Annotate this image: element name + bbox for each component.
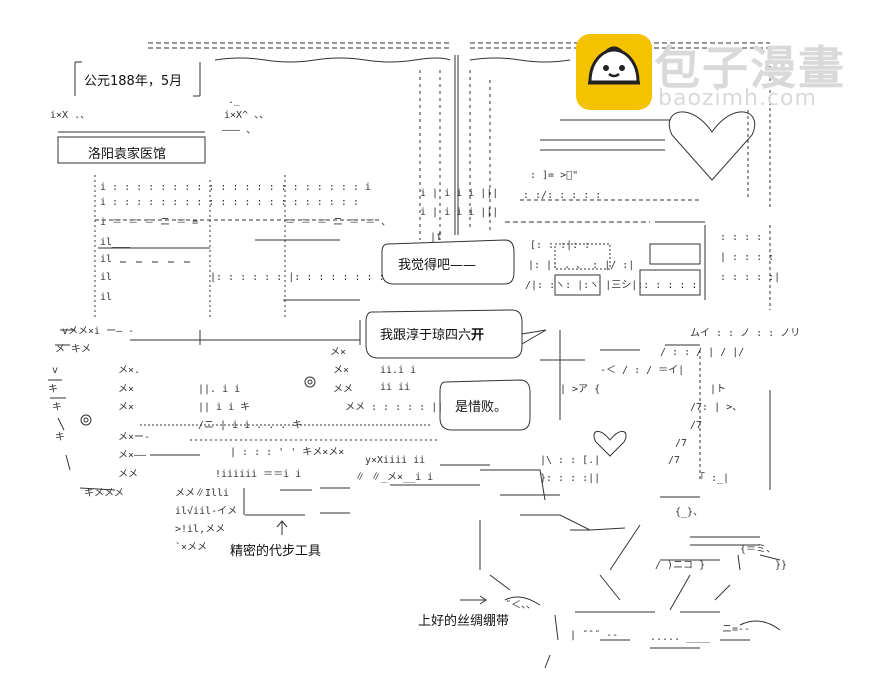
svg-text:: :/: : : : :: : :/: : : : : <box>523 190 601 201</box>
svg-text:|: |: . 、 : |/ :|: |: |: . 、 : |/ :| <box>528 260 634 271</box>
svg-text:| : : : ' ' キメ×メ×: | : : : ' ' キメ×メ× <box>230 447 344 458</box>
svg-text:ムイ : : ノ : : ノリ: ムイ : : ノ : : ノリ <box>690 327 800 339</box>
svg-text:キ: キ <box>48 384 58 395</box>
svg-text:il___: il___ <box>100 237 131 248</box>
svg-text:キ: キ <box>55 432 65 443</box>
svg-text:˝＜、、: ˝＜、、 <box>505 599 536 611</box>
svg-text:/ )ニコ }: / )ニコ } <box>655 560 705 571</box>
svg-text:メ キメ: メ キメ <box>55 344 91 355</box>
svg-text:「 :_|: 「 :_| <box>695 472 729 484</box>
svg-text:}: : : :||: }: : : :|| <box>540 473 600 484</box>
caption-date: 公元188年，5月 <box>84 74 183 89</box>
svg-text:/|: :ヽ: |:ヽ |三シ|:: : : : :: /|: :ヽ: |:ヽ |三シ|:: : : : : <box>525 280 697 291</box>
caption-place: 洛阳袁家医馆 <box>88 147 167 162</box>
svg-text:メ×: メ× <box>333 365 349 376</box>
speech-bubble-1: 我觉得吧—— <box>398 258 477 273</box>
svg-text:メ×: メ× <box>330 347 346 358</box>
svg-text:il: il <box>100 292 112 303</box>
svg-text:[: : :|: :: [: : :|: : <box>530 240 590 251</box>
svg-text:——— 、: ——— 、 <box>222 125 256 136</box>
svg-text:| : : : :: | : : : : <box>720 252 774 263</box>
svg-text:/ : : / | / |/: / : : / | / |/ <box>660 347 744 358</box>
svg-text:| ˝ˆ˝ ‐-: | ˝ˆ˝ ‐- <box>570 629 618 641</box>
svg-text:/7: /7 <box>690 420 702 431</box>
svg-text:/ニ | i i . . . キ: /ニ | i i . . . キ <box>198 420 302 431</box>
svg-text:i | i i i |||: i | i i i ||| <box>420 207 498 218</box>
svg-text:メメ : : : : : ||: メメ : : : : : || <box>345 402 443 413</box>
svg-text:il: il <box>100 272 112 283</box>
svg-text:..... ____: ..... ____ <box>650 632 711 643</box>
svg-text:v: v <box>52 365 58 376</box>
svg-text:ニ=‐-: ニ=‐- <box>722 624 750 635</box>
watermark-logo: 包子漫畫 baozimh.com <box>576 34 866 114</box>
svg-text:|\ : : [.|: |\ : : [.| <box>540 455 600 466</box>
bun-mascot-icon <box>576 34 652 110</box>
svg-text:{＝ミ、: {＝ミ、 <box>740 544 776 555</box>
svg-text:ii.i i: ii.i i <box>380 365 416 376</box>
svg-text:∥ ∥_メ×__i i: ∥ ∥_メ×__i i <box>355 472 433 483</box>
svg-text:`×メメ: `×メメ <box>175 541 207 553</box>
svg-text:i : : : : : : : : : : : : : :: i : : : : : : : : : : : : : : : : : : : … <box>100 197 359 208</box>
svg-text:メ×——: メ×—— <box>118 450 147 461</box>
svg-text:/7: /7 <box>668 455 680 466</box>
tools-annotation: 精密的代步工具 <box>230 544 322 559</box>
speech-bubble-2-text: 我跟淳于琼四六 <box>380 328 472 343</box>
svg-text:._: ._ <box>228 95 241 106</box>
svg-text:メ×ー-: メ×ー- <box>118 432 150 443</box>
svg-text:/7: /7 <box>675 438 687 449</box>
speech-bubble-2-emphasis: 开 <box>471 328 485 343</box>
svg-text:キ: キ <box>52 402 62 413</box>
svg-text:i ＝ ＝ ＝ ニ ＝ =: i ＝ ＝ ＝ ニ ＝ = <box>100 217 198 228</box>
svg-text:|f: |f <box>430 232 442 243</box>
svg-text:il√iil-イメ: il√iil-イメ <box>175 505 237 517</box>
svg-text:vメメ×i ー— ‐: vメメ×i ー— ‐ <box>62 326 134 337</box>
svg-text:メメ: メメ <box>118 469 138 480</box>
svg-text:y×Xiiii ii: y×Xiiii ii <box>365 455 425 466</box>
svg-text:i×X .、: i×X .、 <box>50 110 90 121</box>
svg-text:i×X^ 、、: i×X^ 、、 <box>224 110 269 121</box>
svg-text:|: : : : : : |: : : : : : : :: |: : : : : : |: : : : : : : : <box>210 272 385 283</box>
speech-bubble-2: 我跟淳于琼四六开 <box>380 324 484 343</box>
svg-text:メ×.: メ×. <box>118 365 140 376</box>
svg-text:| >ア {: | >ア { <box>560 384 600 395</box>
svg-text:: : : : :|: : : : : :| <box>720 272 780 283</box>
svg-text:: ]= >ﾞ": : ]= >ﾞ" <box>530 170 578 181</box>
watermark-title: 包子漫畫 <box>654 41 846 95</box>
svg-text:|ト: |ト <box>710 384 726 395</box>
watermark-subtitle: baozimh.com <box>658 86 817 111</box>
svg-text:: : : :: : : : : <box>720 232 762 243</box>
svg-text:{_}、: {_}、 <box>675 507 703 518</box>
svg-text:＝ ＝ ＝ ニ ＝ ＝ 、: ＝ ＝ ＝ ニ ＝ ＝ 、 <box>285 217 391 228</box>
speech-bubble-3: 是惜败。 <box>455 400 508 415</box>
svg-text:||. i i: ||. i i <box>198 384 240 395</box>
svg-text:}}: }} <box>775 560 787 571</box>
svg-text:i : : : : : : : : : : : : : :: i : : : : : : : : : : : : : : : : : : : … <box>100 182 371 193</box>
svg-text:|| i i キ: || i i キ <box>198 402 250 413</box>
svg-text:メ×: メ× <box>118 402 134 413</box>
svg-text:!iiiiii ＝＝i i: !iiiiii ＝＝i i <box>215 469 301 480</box>
svg-text:メメ: メメ <box>333 384 353 395</box>
svg-text:i | i i i |||: i | i i i ||| <box>420 188 498 199</box>
svg-text:ii ii: ii ii <box>380 382 410 393</box>
svg-text:メメ∥Illi: メメ∥Illi <box>175 488 229 499</box>
bandage-annotation: 上好的丝绸绷带 <box>418 614 510 629</box>
svg-text:/7: | >、: /7: | >、 <box>690 402 742 413</box>
svg-text:メ×: メ× <box>118 384 134 395</box>
svg-text:-＜ / : / ＝イ|: -＜ / : / ＝イ| <box>600 365 684 376</box>
svg-text:キメメメ: キメメメ <box>84 488 124 499</box>
svg-text:il: il <box>100 254 112 265</box>
svg-text:>!il,メメ: >!il,メメ <box>175 524 225 535</box>
